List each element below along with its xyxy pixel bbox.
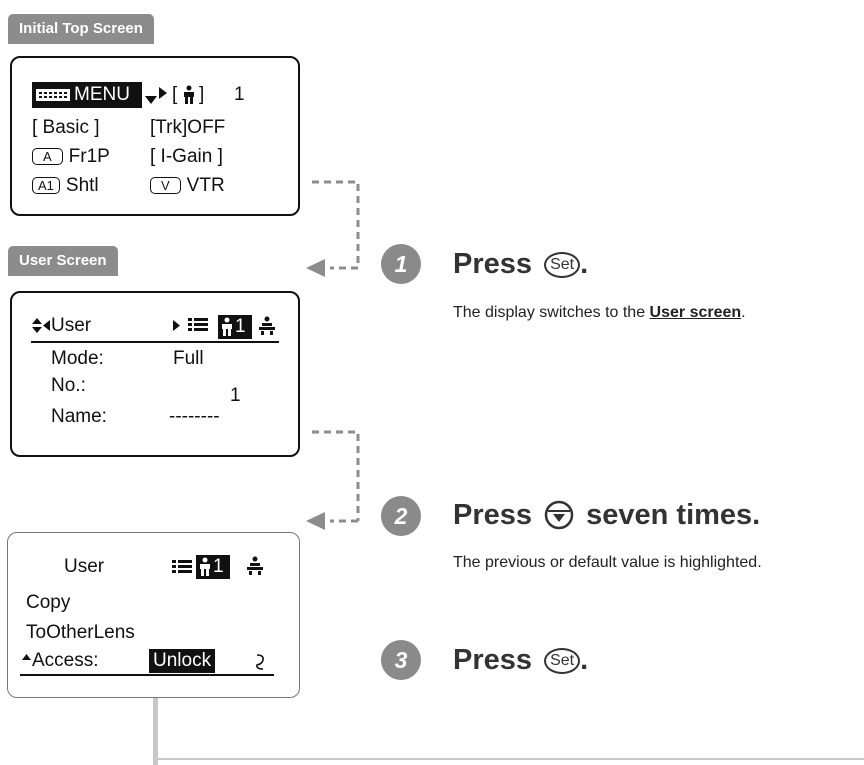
name-value: -------- [169, 406, 220, 427]
arrow-head-1 [306, 259, 325, 277]
step-1-desc-before: The display switches to the [453, 304, 650, 321]
step-3-suffix: . [580, 644, 589, 676]
shtl-row: A1 Shtl [32, 175, 99, 197]
multi-person-icon [247, 556, 263, 575]
person-value: 1 [234, 84, 245, 105]
trk-label: [Trk]OFF [150, 117, 226, 138]
person-icon [184, 85, 194, 104]
list-icon [188, 318, 208, 331]
fr1p-label: Fr1P [68, 146, 110, 167]
v-button: V [150, 177, 181, 195]
user-screen-lcd: User 1 Mode: Full No.: 1 Name: -------- [10, 291, 300, 457]
step-2-title: Press seven times. [453, 499, 760, 532]
step-1-suffix: . [580, 248, 589, 280]
access-label: Access: [32, 650, 99, 671]
step-1-desc-after: . [741, 304, 746, 321]
list-icon [172, 560, 192, 573]
basic-label: [ Basic ] [32, 117, 100, 138]
wave-icon [256, 654, 264, 670]
step-2-description: The previous or default value is highlig… [453, 554, 762, 571]
step-2-circle: 2 [381, 496, 421, 536]
menu-icon [36, 89, 70, 101]
igain-label: [ I-Gain ] [150, 146, 223, 167]
user-badge-number-3: 1 [213, 556, 224, 577]
left-triangle-icon [43, 320, 50, 331]
down-button-icon [544, 500, 574, 530]
initial-top-screen-lcd: MENU [ ] 1 [ Basic ] [Trk]OFF A Fr1P [ I-… [10, 56, 300, 216]
no-value: 1 [230, 385, 241, 406]
mode-value: Full [173, 348, 204, 369]
person-icon [200, 557, 210, 576]
access-screen-lcd: User 1 Copy ToOtherLens Access: Unlock [7, 532, 300, 698]
menu-label: MENU [74, 84, 130, 105]
user-badge-number: 1 [235, 316, 246, 337]
access-underline [20, 674, 274, 676]
step-2-press: Press [453, 499, 533, 531]
multi-person-icon [259, 316, 275, 335]
initial-top-screen-tag: Initial Top Screen [8, 14, 154, 44]
user-title-3: User [64, 556, 105, 577]
shtl-label: Shtl [65, 175, 99, 196]
copy-label: Copy [26, 592, 71, 613]
connector-1-2 [312, 180, 360, 268]
step-3-circle: 3 [381, 640, 421, 680]
a-button: A [32, 148, 63, 166]
connector-2-3 [312, 430, 360, 521]
person-bracket-open: [ [172, 84, 178, 105]
to-other-lens-label: ToOtherLens [26, 622, 135, 643]
person-icon [222, 317, 232, 336]
set-button: Set [544, 648, 581, 675]
down-triangle-icon [145, 96, 157, 104]
up-down-arrows-icon [32, 318, 42, 333]
step-1-circle: 1 [381, 244, 421, 284]
up-triangle-icon [22, 654, 31, 660]
step-1-description: The display switches to the User screen. [453, 304, 746, 322]
flow-line-horizontal [153, 758, 864, 760]
a1-button: A1 [32, 177, 60, 195]
user-screen-link: User screen [649, 304, 742, 321]
vtr-row: V VTR [150, 175, 225, 197]
step-1-title: Press Set. [453, 248, 588, 281]
title-underline [31, 341, 279, 343]
no-label: No.: [51, 375, 86, 396]
user-screen-tag: User Screen [8, 246, 118, 276]
access-value: Unlock [149, 649, 216, 673]
flow-line-vertical [153, 697, 158, 765]
step-3-title: Press Set. [453, 644, 588, 677]
step-2-suffix: seven times. [586, 499, 761, 531]
vtr-label: VTR [186, 175, 225, 196]
arrow-head-2 [306, 512, 325, 530]
mode-label: Mode: [51, 348, 104, 369]
fr1p-row: A Fr1P [32, 146, 110, 168]
user-title: User [51, 315, 92, 336]
right-triangle-icon [173, 320, 180, 331]
step-3-press: Press [453, 644, 533, 676]
set-button: Set [544, 252, 581, 279]
person-bracket-close: ] [199, 84, 205, 105]
right-triangle-icon [159, 87, 167, 99]
name-label: Name: [51, 406, 107, 427]
step-1-press: Press [453, 248, 533, 280]
